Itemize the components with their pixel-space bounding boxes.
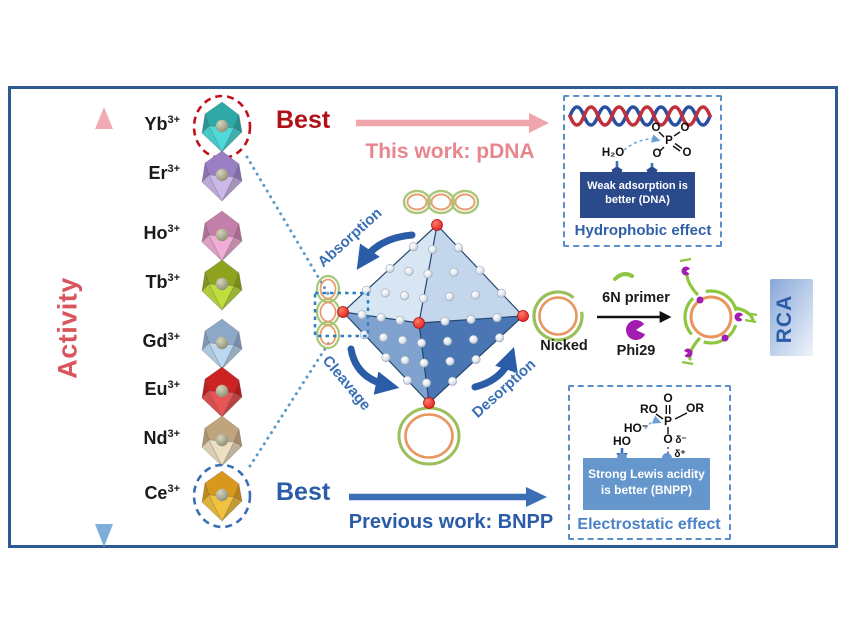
- phosphate-group-bnpp: [655, 405, 688, 434]
- hydroxide-attack-arrow: [644, 415, 662, 430]
- ion-crystal-tb: [201, 259, 243, 311]
- highlight-connectors: [245, 155, 332, 468]
- ion-crystal-ce: [201, 470, 243, 522]
- water-label: H₂O: [602, 147, 624, 159]
- ion-crystal-gd: [201, 318, 243, 370]
- svg-text:P: P: [665, 135, 673, 147]
- adsorption-arrows-dna: [611, 161, 658, 181]
- phi29-label: Phi29: [617, 343, 656, 359]
- octahedron: [337, 219, 529, 409]
- svg-text:O: O: [653, 148, 662, 160]
- svg-text:O: O: [663, 432, 672, 446]
- rca-product: [679, 257, 758, 366]
- cleavage-label: Cleavage: [319, 352, 374, 413]
- ion-icon-column: [192, 94, 252, 529]
- activity-axis-arrow: [95, 107, 113, 547]
- absorption-arrow: [356, 231, 416, 270]
- rca-label: RCA: [773, 295, 796, 344]
- rca-result-box: [770, 279, 813, 356]
- phi29-enzyme-icon: [626, 320, 646, 341]
- primer-strand-icon: [613, 272, 634, 281]
- svg-text:O: O: [683, 147, 692, 159]
- nicked-label: Nicked: [540, 338, 588, 354]
- highlight-circle-yb: [192, 94, 252, 160]
- cleavage-arrow: [347, 345, 400, 395]
- desorption-arrow: [471, 346, 518, 391]
- metal-site-vertices: [337, 219, 529, 409]
- phosphate-atoms-dna: O O P O O H₂O: [602, 122, 692, 160]
- svg-text:δ⁻: δ⁻: [675, 435, 686, 446]
- svg-text:O: O: [681, 122, 690, 134]
- absorption-label: Absorption: [315, 205, 386, 271]
- ce-connector-line: [248, 339, 332, 468]
- lattice-spheres: [357, 242, 506, 388]
- svg-text:P: P: [664, 414, 672, 428]
- phosphate-group-dna: [658, 131, 683, 152]
- figure-border: [8, 86, 838, 548]
- pdna-arrow: [356, 113, 549, 133]
- svg-text:OR: OR: [686, 401, 704, 415]
- ion-crystal-eu: [201, 366, 243, 418]
- dna-helix: [568, 105, 712, 127]
- ion-crystal-ho: [201, 210, 243, 262]
- zoom-region-square: [313, 291, 370, 338]
- primer-label: 6N primer: [602, 290, 670, 306]
- ion-crystal-er: [201, 150, 243, 202]
- svg-text:O: O: [663, 391, 672, 405]
- nicked-plasmid: [532, 290, 584, 342]
- cycle-arrows: [347, 231, 518, 395]
- svg-text:HO⁻: HO⁻: [624, 421, 648, 435]
- yb-connector-line: [245, 155, 332, 299]
- relaxed-plasmid-chain-top: [402, 189, 480, 215]
- bnpp-arrow: [349, 487, 547, 507]
- phosphate-atoms-bnpp: O RO OR P HO⁻ HO O δ⁻ δ⁺: [613, 391, 704, 460]
- supercoiled-plasmid-bottom: [397, 406, 461, 466]
- svg-text:HO: HO: [613, 434, 631, 448]
- highlight-circle-ce: [192, 463, 252, 529]
- ion-crystal-yb: [201, 101, 243, 153]
- ion-crystal-nd: [201, 415, 243, 467]
- svg-text:O: O: [652, 122, 661, 134]
- svg-text:δ⁺: δ⁺: [674, 449, 685, 460]
- svg-text:RO: RO: [640, 402, 658, 416]
- phi29-on-product: [681, 266, 745, 358]
- water-attack-arrow: [623, 134, 661, 151]
